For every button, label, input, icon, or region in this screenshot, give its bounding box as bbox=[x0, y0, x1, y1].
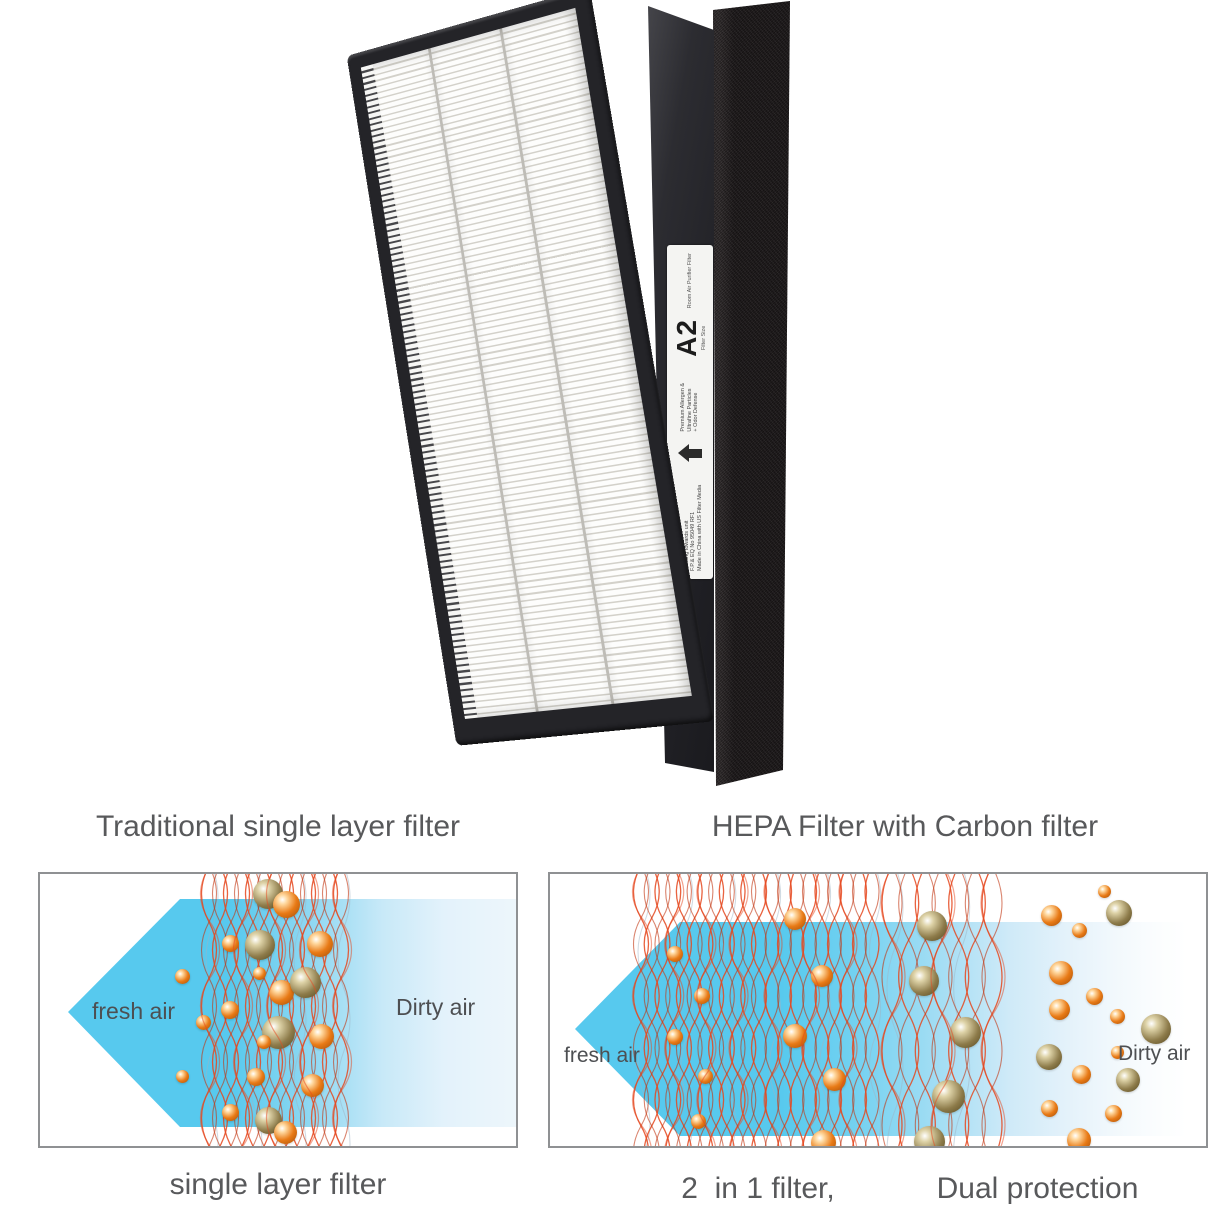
dust-particle bbox=[221, 1001, 239, 1019]
dust-particle bbox=[1071, 922, 1087, 938]
allergen-particle bbox=[913, 1125, 945, 1146]
dust-particle bbox=[694, 988, 710, 1004]
allergen-particle bbox=[931, 1079, 965, 1113]
dust-particle bbox=[174, 968, 190, 984]
dust-particle bbox=[1040, 904, 1062, 926]
label-model-block: A2 Filter Size bbox=[671, 319, 707, 357]
carbon-filter-sheet bbox=[713, 1, 790, 786]
dust-particle bbox=[273, 1120, 297, 1144]
fresh-air-label: fresh air bbox=[92, 998, 176, 1024]
allergen-particle bbox=[1036, 1044, 1062, 1070]
hepa-pleated-media bbox=[360, 7, 692, 719]
filter-mesh-graphic bbox=[200, 874, 351, 1146]
right-diagram-caption-2: Dual protection bbox=[936, 1172, 1139, 1205]
filter-mesh-graphic bbox=[632, 874, 1003, 1146]
dust-particle bbox=[690, 1113, 706, 1129]
single-layer-filter-diagram: fresh air Dirty air bbox=[38, 872, 518, 1148]
install-direction-arrow-icon bbox=[678, 442, 702, 464]
allergen-particle bbox=[1141, 1014, 1171, 1044]
dust-particle bbox=[221, 934, 239, 952]
dust-particle bbox=[1085, 987, 1103, 1005]
dust-particle bbox=[300, 1073, 324, 1097]
filter-mesh-overlay-graphic bbox=[631, 874, 1006, 1146]
dust-particle bbox=[247, 1068, 265, 1086]
dust-particle bbox=[822, 1067, 846, 1091]
filter-size-note: Filter Size bbox=[701, 325, 707, 351]
dirty-air-label: Dirty air bbox=[396, 994, 476, 1020]
dust-particle bbox=[1110, 1045, 1124, 1059]
right-diagram-caption-1: 2 in 1 filter, bbox=[681, 1172, 835, 1205]
dust-particle bbox=[1049, 961, 1073, 985]
dust-particle bbox=[1104, 1104, 1122, 1122]
right-diagram-title: HEPA Filter with Carbon filter bbox=[711, 810, 1099, 843]
dust-particle bbox=[257, 1035, 271, 1049]
label-product-type: Room Air Purifier Filter bbox=[687, 253, 693, 309]
dust-particle bbox=[1048, 998, 1070, 1020]
pleat-edge-comb bbox=[360, 64, 478, 719]
allergen-particle bbox=[1106, 900, 1132, 926]
label-feature-text: Premium Allergen & Ultrafine Particles +… bbox=[680, 382, 700, 432]
dirty-air-label: Dirty air bbox=[1118, 1042, 1191, 1065]
allergen-particle bbox=[917, 911, 947, 941]
dust-particle bbox=[784, 908, 806, 930]
dust-particle bbox=[1071, 1064, 1091, 1084]
dust-particle bbox=[667, 946, 683, 962]
particle-field bbox=[550, 874, 1206, 1146]
dust-particle bbox=[272, 890, 300, 918]
dust-particle bbox=[1109, 1008, 1125, 1024]
dust-particle bbox=[810, 1129, 836, 1146]
particle-field bbox=[40, 874, 516, 1146]
filter-model-code: A2 bbox=[671, 319, 702, 357]
dust-particle bbox=[252, 966, 266, 980]
allergen-particle bbox=[1116, 1068, 1140, 1092]
hepa-carbon-filter-diagram: fresh air Dirty air bbox=[548, 872, 1208, 1148]
left-diagram-caption: single layer filter bbox=[169, 1168, 387, 1201]
allergen-particle bbox=[245, 930, 275, 960]
dust-particle bbox=[221, 1103, 239, 1121]
allergen-particle bbox=[909, 966, 939, 996]
dust-particle bbox=[1040, 1099, 1058, 1117]
dust-particle bbox=[307, 931, 333, 957]
dust-particle bbox=[175, 1069, 189, 1083]
dust-particle bbox=[1097, 884, 1111, 898]
fresh-air-label: fresh air bbox=[564, 1044, 640, 1067]
left-diagram-title: Traditional single layer filter bbox=[95, 810, 461, 843]
dust-particle bbox=[1067, 1128, 1091, 1146]
dust-particle bbox=[667, 1029, 683, 1045]
filter-mesh-overlay-graphic bbox=[199, 874, 353, 1146]
